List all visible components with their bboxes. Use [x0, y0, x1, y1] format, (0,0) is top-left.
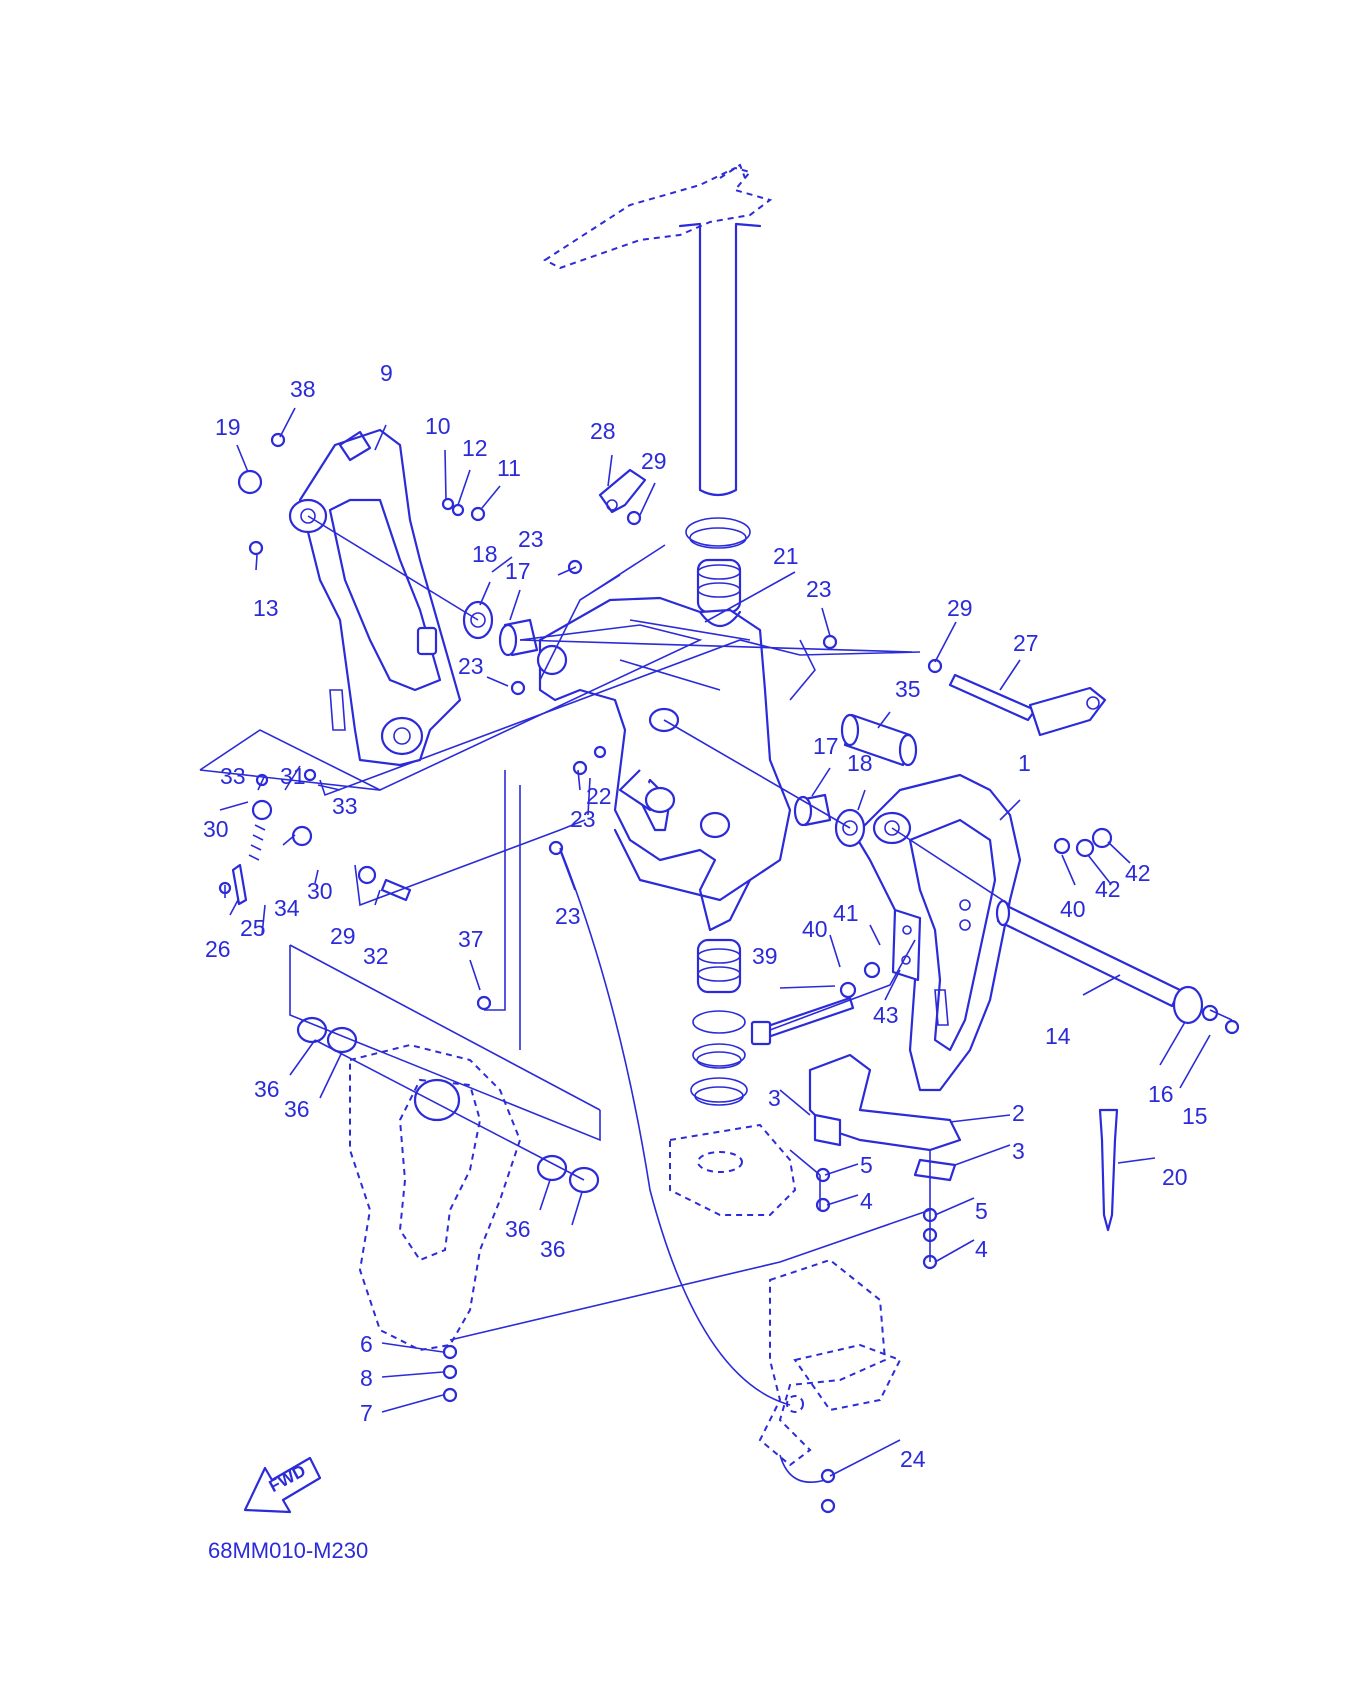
callout-43: 43	[873, 1002, 899, 1028]
callout-18: 18	[472, 541, 498, 567]
callout-12: 12	[462, 435, 488, 461]
callout-4: 4	[975, 1236, 988, 1262]
mount-plate	[808, 1053, 962, 1182]
callout-29: 29	[641, 448, 667, 474]
callout-10: 10	[425, 413, 451, 439]
callout-42: 42	[1125, 860, 1151, 886]
callout-27: 27	[1013, 630, 1039, 656]
callout-1: 1	[1018, 750, 1031, 776]
callout-33: 33	[220, 763, 246, 789]
callout-41: 41	[833, 900, 859, 926]
bolt-20	[1098, 1108, 1119, 1232]
callout-5: 5	[975, 1198, 988, 1224]
callout-30: 30	[203, 816, 229, 842]
callout-6: 6	[360, 1331, 373, 1357]
callout-23: 23	[570, 806, 596, 832]
callout-21: 21	[773, 543, 799, 569]
fwd-arrow	[243, 1456, 322, 1514]
callout-25: 25	[240, 915, 266, 941]
callout-5: 5	[860, 1152, 873, 1178]
bracket-28	[598, 468, 647, 514]
callout-15: 15	[1182, 1103, 1208, 1129]
callout-34: 34	[274, 895, 300, 921]
callout-42: 42	[1095, 876, 1121, 902]
callout-38: 38	[290, 376, 316, 402]
steering-shaft	[678, 222, 762, 497]
callout-23: 23	[555, 903, 581, 929]
callout-17: 17	[505, 558, 531, 584]
engine-mount-outline	[349, 1043, 522, 1352]
callout-7: 7	[360, 1400, 373, 1426]
callout-20: 20	[1162, 1164, 1188, 1190]
callout-17: 17	[813, 733, 839, 759]
callout-11: 11	[497, 455, 521, 481]
clamp-bracket-left	[288, 428, 462, 767]
pin-27	[948, 673, 1107, 737]
callout-36: 36	[284, 1096, 310, 1122]
leader-lines	[199, 515, 1233, 1484]
callout-22: 22	[586, 783, 612, 809]
callout-36: 36	[505, 1216, 531, 1242]
callout-13: 13	[253, 595, 279, 621]
tilt-tube	[995, 899, 1204, 1025]
callout-36: 36	[254, 1076, 280, 1102]
callout-23: 23	[806, 576, 832, 602]
callout-16: 16	[1148, 1081, 1174, 1107]
callout-30: 30	[307, 878, 333, 904]
pin-35	[840, 713, 918, 767]
callout-8: 8	[360, 1365, 373, 1391]
callout-40: 40	[802, 916, 828, 942]
callout-28: 28	[590, 418, 616, 444]
callout-37: 37	[458, 926, 484, 952]
callout-29: 29	[947, 595, 973, 621]
callout-32: 32	[363, 943, 389, 969]
callout-3: 3	[768, 1085, 781, 1111]
swivel-bracket	[536, 596, 792, 932]
clamp-bracket-right	[853, 773, 1022, 1092]
steering-handle-outline	[543, 163, 773, 270]
callout-ticks	[219, 407, 1211, 1477]
callout-40: 40	[1060, 896, 1086, 922]
callout-24: 24	[900, 1446, 926, 1472]
callout-23: 23	[458, 653, 484, 679]
callout-36: 36	[540, 1236, 566, 1262]
callout-35: 35	[895, 676, 921, 702]
callout-19: 19	[215, 414, 241, 440]
callout-2: 2	[1012, 1100, 1025, 1126]
callout-26: 26	[205, 936, 231, 962]
callout-29: 29	[330, 923, 356, 949]
callout-4: 4	[860, 1188, 873, 1214]
callout-9: 9	[380, 360, 393, 386]
diagram-code: 68MM010-M230	[208, 1538, 369, 1563]
bushings-17-18	[462, 600, 866, 848]
callout-14: 14	[1045, 1023, 1071, 1049]
callout-31: 31	[280, 763, 306, 789]
callout-23: 23	[518, 526, 544, 552]
plate-43	[891, 908, 922, 982]
callout-39: 39	[752, 943, 778, 969]
callout-33: 33	[332, 793, 358, 819]
callout-18: 18	[847, 750, 873, 776]
callout-3: 3	[1012, 1138, 1025, 1164]
